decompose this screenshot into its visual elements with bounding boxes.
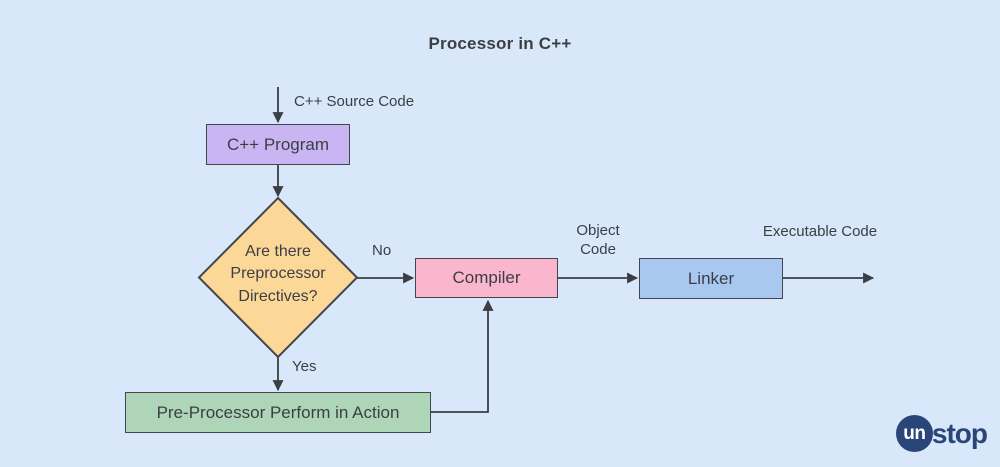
unstop-logo-text: stop — [931, 417, 988, 449]
edge-label-yes: Yes — [292, 358, 317, 375]
node-preprocessor-action-label: Pre-Processor Perform in Action — [156, 402, 400, 422]
diagram-title: Processor in C++ — [428, 34, 572, 53]
node-linker-label: Linker — [687, 268, 735, 288]
node-preprocessor-action: Pre-Processor Perform in Action — [125, 392, 431, 433]
unstop-logo-circle-icon: un — [895, 415, 933, 452]
edge-label-object-code: Object Code — [576, 222, 620, 259]
arrow-preprocessor-to-compiler — [431, 299, 494, 413]
node-compiler: Compiler — [415, 258, 558, 298]
node-cpp-program-label: C++ Program — [226, 134, 330, 154]
node-cpp-program: C++ Program — [206, 124, 350, 165]
unstop-logo: un stop — [895, 415, 988, 452]
decision-diamond — [197, 196, 359, 359]
decision-diamond-label: Are there Preprocessor Directives? — [230, 243, 326, 305]
edge-label-executable-code: Executable Code — [762, 223, 878, 240]
edge-label-no: No — [372, 242, 392, 259]
edge-label-source-code: C++ Source Code — [294, 93, 415, 110]
node-compiler-label: Compiler — [452, 268, 521, 287]
node-linker: Linker — [639, 258, 783, 299]
